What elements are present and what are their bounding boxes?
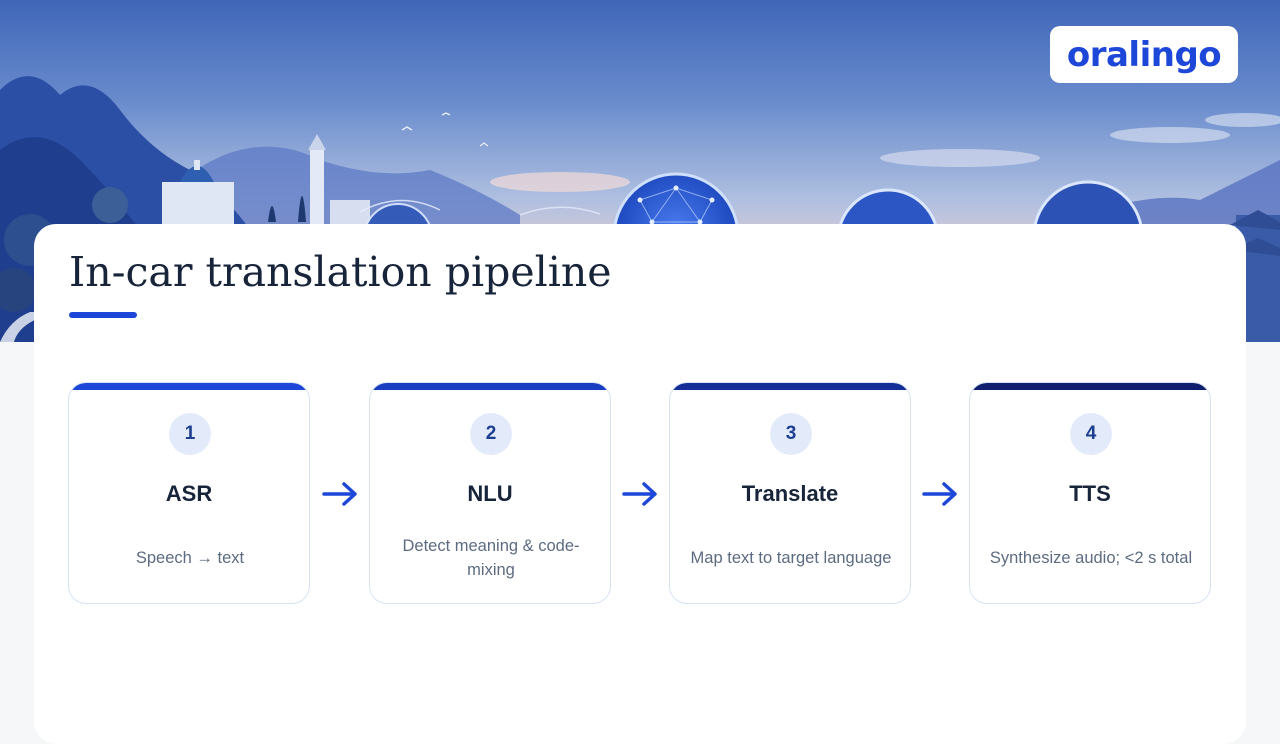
brand-logo: oralingo — [1050, 26, 1238, 83]
step-number-badge: 4 — [1070, 413, 1112, 455]
arrow-right-icon — [922, 482, 957, 506]
step-accent-bar — [970, 383, 1210, 390]
step-description: Map text to target language — [690, 549, 892, 567]
arrow-right-icon — [322, 482, 357, 506]
pipeline-step-nlu: 2 NLU Detect meaning & code-mixing — [369, 382, 611, 604]
step-description: Synthesize audio; <2 s total — [989, 549, 1193, 567]
pipeline-step-asr: 1 ASR Speech → text — [68, 382, 310, 604]
step-accent-bar — [670, 383, 910, 390]
step-accent-bar — [69, 383, 309, 390]
step-title: ASR — [165, 481, 213, 506]
step-accent-bar — [370, 383, 610, 390]
arrow-right-icon — [622, 482, 657, 506]
slide-title: In-car translation pipeline — [69, 248, 612, 296]
step-title: TTS — [1069, 481, 1111, 506]
step-description: Speech → text — [135, 549, 245, 567]
step-number-badge: 3 — [770, 413, 812, 455]
step-title: NLU — [467, 481, 513, 506]
pipeline-step-translate: 3 Translate Map text to target language — [669, 382, 911, 604]
step-number-badge: 2 — [470, 413, 512, 455]
step-title: Translate — [741, 481, 839, 506]
step-description: Detect meaning & code-mixing — [402, 537, 580, 579]
step-number-badge: 1 — [169, 413, 211, 455]
brand-logo-text: oralingo — [1066, 34, 1222, 75]
pipeline-step-tts: 4 TTS Synthesize audio; <2 s total — [969, 382, 1211, 604]
title-underline — [69, 312, 137, 318]
